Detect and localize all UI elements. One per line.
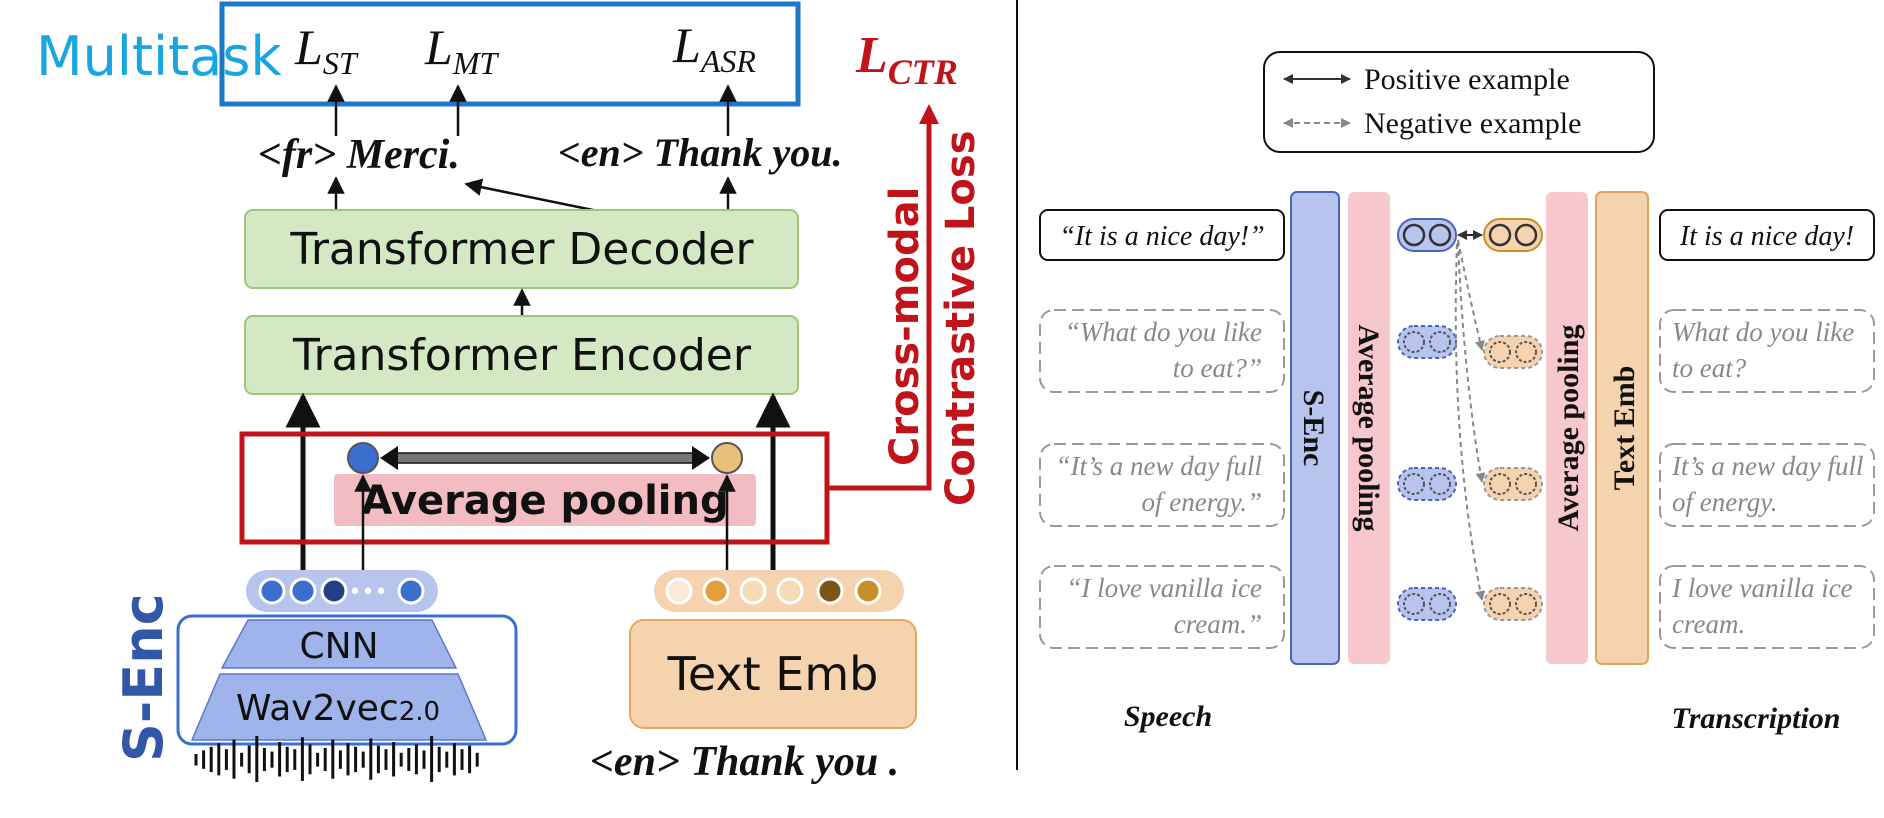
- text-emb-column: [1595, 191, 1649, 665]
- pool-left-column: [1348, 192, 1390, 664]
- negative-arrow: [1457, 241, 1486, 483]
- transformer-encoder-box: [244, 315, 799, 395]
- output-fr: <fr> Merci.: [258, 132, 460, 178]
- text-box-negative: [1659, 565, 1875, 649]
- text-token-node: [702, 577, 730, 605]
- speech-box-negative: [1039, 443, 1285, 527]
- contrastive-label-line2: Contrastive Loss: [938, 130, 984, 506]
- pooled-text-node: [711, 442, 743, 474]
- text-token-node: [739, 577, 767, 605]
- text-item-2-wrap: What do you like to eat?: [1672, 317, 1855, 383]
- s-enc-column: [1290, 191, 1340, 665]
- pooled-speech-pair-negative: [1397, 467, 1457, 501]
- text-emb-box: [629, 619, 917, 729]
- text-item-2: What do you like to eat?: [1672, 317, 1855, 383]
- loss-mt: LMT: [424, 19, 499, 81]
- average-pooling-box: [334, 474, 756, 526]
- transformer-encoder-label: Transformer Encoder: [292, 330, 752, 381]
- speech-item-2: “What do you like to eat?”: [1064, 317, 1262, 383]
- pooled-speech-pair-negative: [1397, 587, 1457, 621]
- contrast-arrow-right-head: [692, 446, 710, 470]
- wav2vec-block: [190, 673, 488, 741]
- average-pooling-label: Average pooling: [361, 478, 728, 524]
- cnn-label: CNN: [300, 626, 379, 667]
- speech-token-node: [258, 577, 286, 605]
- output-en: <en> Thank you.: [558, 130, 843, 175]
- right-panel: Positive example Negative example “It is…: [1039, 51, 1875, 735]
- negative-arrow: [1454, 243, 1486, 601]
- pooled-text-pair-negative: [1483, 335, 1543, 369]
- speech-token-node: [320, 577, 348, 605]
- text-box-negative: [1659, 443, 1875, 527]
- text-box-negative: [1659, 309, 1875, 393]
- loss-ctr: LCTR: [855, 27, 958, 92]
- speech-token-node: [397, 577, 425, 605]
- multitask-frame: [219, 1, 801, 107]
- speech-token-ellipsis: •••: [349, 580, 388, 605]
- loss-st: LST: [294, 19, 359, 81]
- contrastive-frame: [239, 431, 830, 545]
- speech-waveform: [194, 736, 479, 782]
- pooled-speech-pair-positive: [1397, 218, 1457, 252]
- pool-right-label: Average pooling: [1552, 325, 1585, 532]
- speech-item-1: “It is a nice day!”: [1059, 221, 1264, 252]
- speech-item-3-wrap: “It’s a new day full of energy.”: [1055, 451, 1262, 517]
- speech-item-2-wrap: “What do you like to eat?”: [1064, 317, 1262, 383]
- text-box-positive: [1659, 209, 1875, 261]
- text-item-3-wrap: It’s a new day full of energy.: [1672, 451, 1864, 517]
- s-enc-column-label: S-Enc: [1297, 390, 1330, 467]
- transcription-caption: Transcription: [1672, 702, 1841, 735]
- input-text: <en> Thank you .: [590, 739, 899, 785]
- pooled-text-pair-negative: [1483, 467, 1543, 501]
- speech-box-negative: [1039, 309, 1285, 393]
- transformer-decoder-label: Transformer Decoder: [289, 224, 754, 275]
- text-token-node: [665, 577, 693, 605]
- speech-item-3: “It’s a new day full of energy.”: [1055, 451, 1262, 517]
- contrast-double-arrow-shaft: [391, 452, 699, 464]
- text-token-node: [776, 577, 804, 605]
- speech-caption: Speech: [1124, 700, 1212, 733]
- pooled-speech-node: [347, 442, 379, 474]
- legend-positive-label: Positive example: [1364, 63, 1570, 96]
- text-token-node: [854, 577, 882, 605]
- legend-box: [1263, 51, 1655, 153]
- cnn-block: [220, 619, 458, 669]
- negative-arrow: [1457, 239, 1485, 351]
- text-emb-column-label: Text Emb: [1608, 366, 1641, 491]
- speech-box-negative: [1039, 565, 1285, 649]
- pooled-speech-pair-negative: [1397, 325, 1457, 359]
- transformer-decoder-box: [244, 209, 799, 289]
- speech-token-node: [289, 577, 317, 605]
- text-item-3: It’s a new day full of energy.: [1672, 451, 1864, 517]
- loss-asr: LASR: [672, 17, 756, 79]
- contrast-arrow-left-head: [380, 446, 398, 470]
- contrastive-loss-arrow: [829, 104, 939, 491]
- left-panel: Multitask LST LMT LASR LCTR <fr> Merci. …: [36, 1, 984, 785]
- text-item-4: I love vanilla ice cream.: [1672, 573, 1853, 639]
- pool-right-column: [1546, 192, 1588, 664]
- text-item-1: It is a nice day!: [1679, 221, 1854, 252]
- text-token-node: [816, 577, 844, 605]
- s-enc-label: S-Enc: [112, 593, 175, 762]
- speech-item-4-wrap: “I love vanilla ice cream.”: [1066, 573, 1262, 639]
- legend-negative-label: Negative example: [1364, 107, 1581, 140]
- pooled-text-pair-negative: [1483, 587, 1543, 621]
- text-emb-label: Text Emb: [667, 647, 879, 701]
- contrastive-label-line1: Cross-modal: [882, 187, 928, 466]
- pool-left-label: Average pooling: [1352, 325, 1385, 532]
- wav2vec-label: Wav2vec2.0: [236, 688, 440, 729]
- speech-box-positive: [1039, 209, 1285, 261]
- text-item-4-wrap: I love vanilla ice cream.: [1672, 573, 1853, 639]
- pooled-text-pair-positive: [1483, 218, 1543, 252]
- multitask-label: Multitask: [36, 25, 282, 88]
- speech-item-4: “I love vanilla ice cream.”: [1066, 573, 1262, 639]
